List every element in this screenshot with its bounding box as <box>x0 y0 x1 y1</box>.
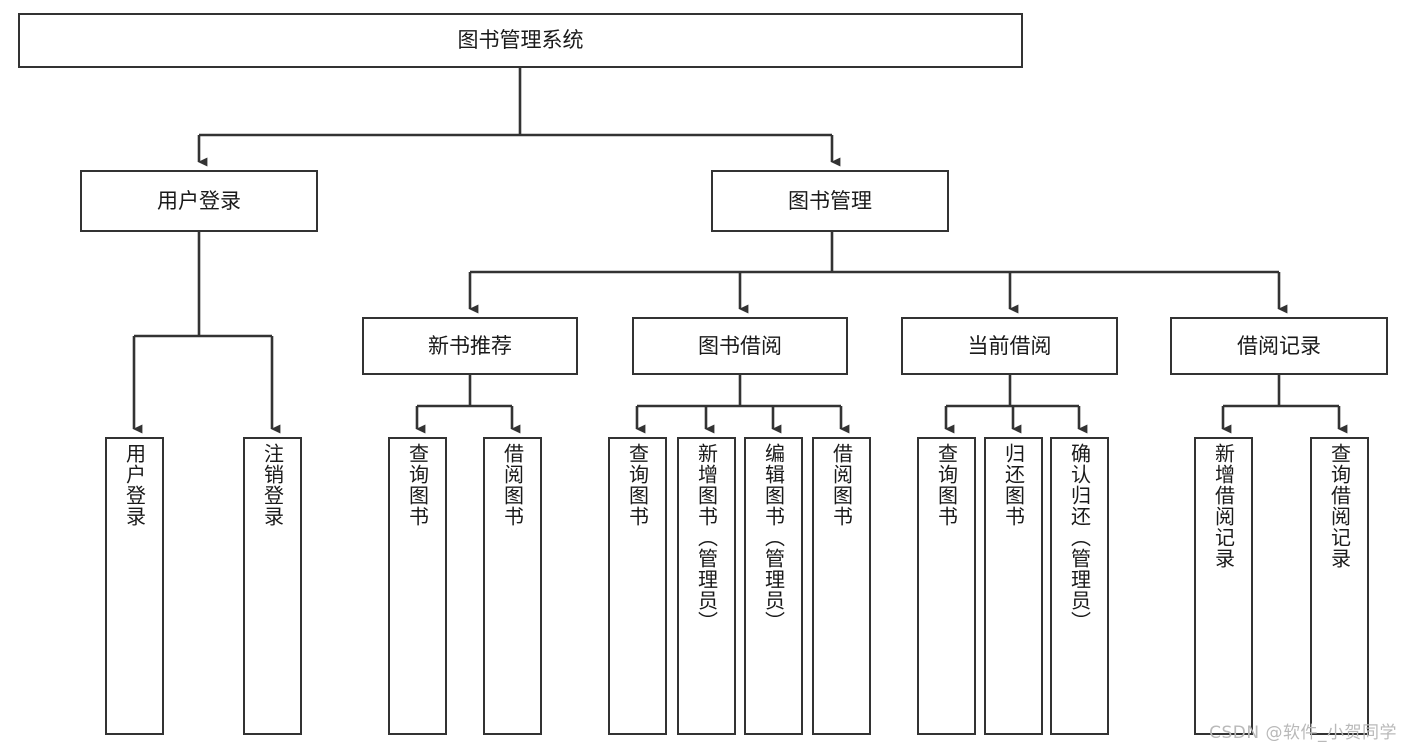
node-label: 用户登录 <box>122 443 147 527</box>
leaf-new-book-query-book[interactable]: 查询图书 <box>388 437 447 735</box>
leaf-book-borrow-query-book[interactable]: 查询图书 <box>608 437 667 735</box>
node-label: 查询图书 <box>405 443 430 527</box>
leaf-book-borrow-add-book-admin[interactable]: 新增图书（管理员） <box>677 437 736 735</box>
leaf-user-login-logout[interactable]: 注销登录 <box>243 437 302 735</box>
node-label: 借阅记录 <box>1237 333 1321 358</box>
leaf-book-borrow-borrow-book[interactable]: 借阅图书 <box>812 437 871 735</box>
csdn-watermark: CSDN @软件_小贺同学 <box>1209 723 1397 743</box>
node-current-borrow[interactable]: 当前借阅 <box>901 317 1118 375</box>
node-book-management[interactable]: 图书管理 <box>711 170 949 232</box>
node-book-borrow[interactable]: 图书借阅 <box>632 317 848 375</box>
leaf-book-borrow-edit-book-admin[interactable]: 编辑图书（管理员） <box>744 437 803 735</box>
node-label: 新书推荐 <box>428 333 512 358</box>
node-new-book-recommend[interactable]: 新书推荐 <box>362 317 578 375</box>
node-root-book-management-system[interactable]: 图书管理系统 <box>18 13 1023 68</box>
node-label: 图书借阅 <box>698 333 782 358</box>
leaf-user-login-login[interactable]: 用户登录 <box>105 437 164 735</box>
node-label: 当前借阅 <box>967 333 1052 358</box>
node-label: 查询图书 <box>934 443 959 527</box>
node-label: 归还图书 <box>1001 443 1026 527</box>
node-label: 查询图书 <box>625 443 650 527</box>
leaf-borrow-record-query-record[interactable]: 查询借阅记录 <box>1310 437 1369 735</box>
node-label: 用户登录 <box>157 188 241 213</box>
node-user-login[interactable]: 用户登录 <box>80 170 318 232</box>
node-label: 查询借阅记录 <box>1327 443 1352 569</box>
leaf-current-borrow-confirm-return-admin[interactable]: 确认归还（管理员） <box>1050 437 1109 735</box>
node-label: 借阅图书 <box>500 443 525 527</box>
node-label: 新增图书（管理员） <box>694 443 719 632</box>
leaf-current-borrow-query-book[interactable]: 查询图书 <box>917 437 976 735</box>
node-label: 新增借阅记录 <box>1211 443 1236 569</box>
node-label: 图书管理系统 <box>457 28 584 53</box>
leaf-new-book-borrow-book[interactable]: 借阅图书 <box>483 437 542 735</box>
node-label: 确认归还（管理员） <box>1067 443 1092 632</box>
node-label: 借阅图书 <box>829 443 854 527</box>
node-borrow-record[interactable]: 借阅记录 <box>1170 317 1388 375</box>
node-label: 图书管理 <box>788 188 872 213</box>
node-label: 注销登录 <box>260 443 285 527</box>
leaf-borrow-record-add-record[interactable]: 新增借阅记录 <box>1194 437 1253 735</box>
node-label: 编辑图书（管理员） <box>761 443 786 632</box>
leaf-current-borrow-return-book[interactable]: 归还图书 <box>984 437 1043 735</box>
